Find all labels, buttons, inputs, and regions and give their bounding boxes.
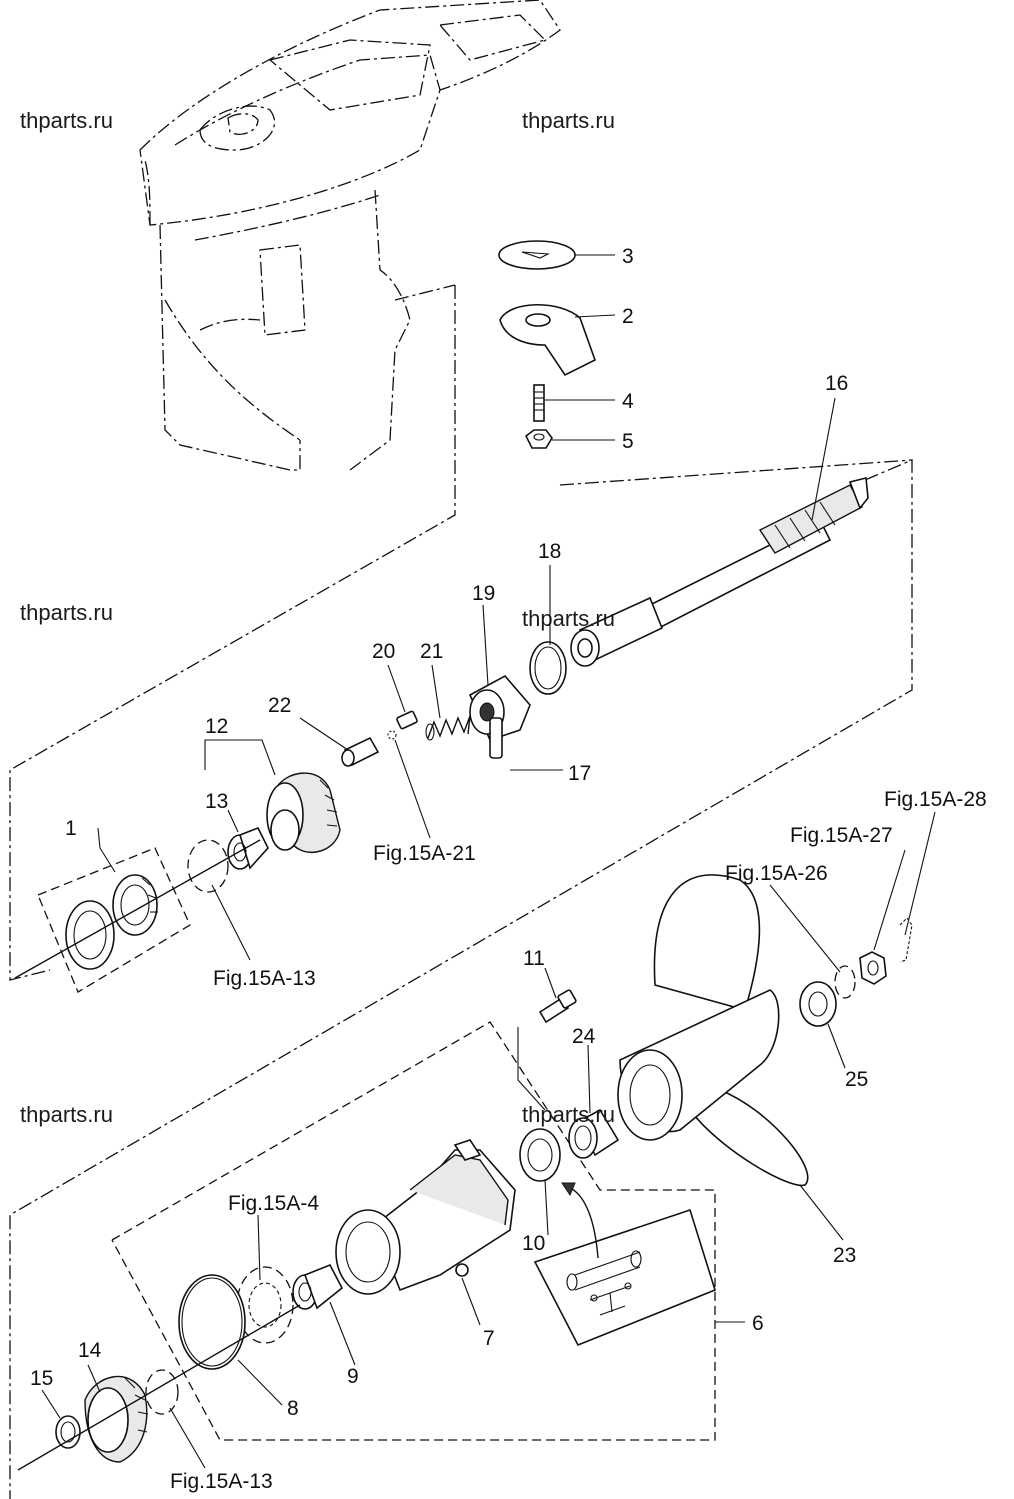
part-24-spacer [568, 1108, 620, 1159]
figure-ref: Fig.15A-28 [884, 788, 987, 811]
part-label: 6 [752, 1312, 764, 1335]
figure-ref: Fig.15A-13 [213, 967, 316, 990]
part-9-needle-bearing [292, 1263, 344, 1310]
part-label: 7 [483, 1327, 495, 1350]
part-label: 12 [205, 715, 228, 738]
figure-ref: Fig.15A-21 [373, 842, 476, 865]
part-label: 20 [372, 640, 395, 663]
part-7-bearing-housing [335, 1139, 516, 1295]
part-label: 4 [622, 390, 634, 413]
part-2-trim-tab [499, 303, 596, 377]
part-5-nut [524, 429, 553, 449]
part-label: 3 [622, 245, 634, 268]
part-label: 18 [538, 540, 561, 563]
part-3-washer [498, 240, 576, 270]
figure-ref: Fig.15A-27 [790, 824, 893, 847]
lower-unit-housing [139, 0, 561, 471]
part-label: 15 [30, 1367, 53, 1390]
part-label: 9 [347, 1365, 359, 1388]
watermark: thparts.ru [20, 1102, 113, 1127]
watermarks: thparts.ru thparts.ru thparts.ru thparts… [20, 108, 615, 1127]
part-20-slider [396, 710, 418, 730]
watermark: thparts.ru [522, 1102, 615, 1127]
part-labels: 3 2 4 5 16 18 19 21 20 22 12 13 1 17 11 … [30, 245, 868, 1420]
part-1-tapered-bearing [14, 839, 261, 993]
shim-upper [187, 839, 229, 893]
part-13-needle-bearing [227, 826, 269, 870]
part-label: 14 [78, 1339, 102, 1362]
subassembly-box-6 [111, 1021, 716, 1441]
part-25-washer [799, 981, 837, 1027]
part-label: 13 [205, 790, 228, 813]
leader-lines [41, 254, 936, 1469]
part-17-cross-pin [489, 717, 503, 759]
watermark: thparts.ru [20, 600, 113, 625]
figure-ref: Fig.15A-4 [228, 1192, 319, 1215]
part-label: 23 [833, 1244, 856, 1267]
part-label: 21 [420, 640, 443, 663]
part-label: 1 [65, 817, 77, 840]
part-12-forward-gear [266, 772, 341, 854]
part-label: 2 [622, 305, 634, 328]
part-4-stud-bolt [533, 384, 545, 422]
figure-ref: Fig.15A-26 [725, 862, 828, 885]
watermark: thparts.ru [522, 606, 615, 631]
shim-lower [145, 1369, 179, 1415]
figure-references: Fig.15A-21 Fig.15A-13 Fig.15A-28 Fig.15A… [170, 788, 987, 1493]
part-11-bolt [538, 989, 577, 1024]
watermark: thparts.ru [522, 108, 615, 133]
part-23-propeller [617, 874, 809, 1187]
part-22-shift-plunger [341, 730, 397, 767]
part-16-propeller-shaft [570, 476, 869, 667]
part-label: 16 [825, 372, 848, 395]
figure-ref: Fig.15A-13 [170, 1470, 273, 1493]
part-21-spring [425, 715, 471, 741]
part-label: 5 [622, 430, 634, 453]
part-label: 8 [287, 1397, 299, 1420]
oil-seal [236, 1266, 294, 1344]
lower-axis-line [17, 1304, 301, 1471]
part-label: 11 [523, 947, 545, 970]
part-18-ring [529, 641, 567, 695]
part-14-reverse-gear [84, 1375, 149, 1463]
part-label: 19 [472, 582, 495, 605]
spacer-and-nut-group [834, 917, 913, 999]
part-10-ball-bearing [519, 1128, 561, 1182]
part-label: 22 [268, 694, 291, 717]
assembly-boundary [9, 284, 913, 1499]
part-label: 10 [522, 1232, 545, 1255]
part-label: 24 [572, 1025, 596, 1048]
part-label: 25 [845, 1068, 868, 1091]
inset-detail [533, 1182, 716, 1347]
watermark: thparts.ru [20, 108, 113, 133]
part-label: 17 [568, 762, 591, 785]
part-8-o-ring [178, 1274, 246, 1370]
part-15-washer [55, 1415, 81, 1449]
